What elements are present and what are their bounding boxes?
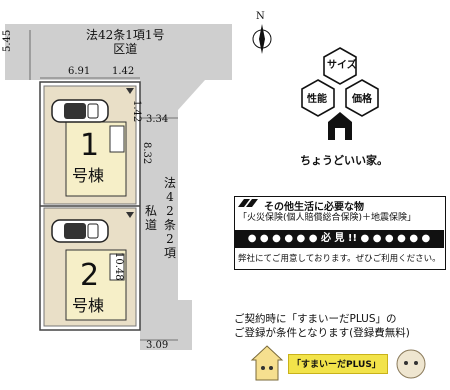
pr-char-4: 項 xyxy=(163,246,176,260)
private-road-flare xyxy=(140,80,205,350)
north-road-line1: 法42条1項1号 xyxy=(86,28,165,42)
sumaida-badge-label: 「すまいーだPLUS」 xyxy=(292,360,381,370)
entrance-marker-1 xyxy=(126,88,134,94)
notice-line1: ご契約時に「すまいーだPLUS」の xyxy=(234,313,397,325)
pr2-char-1: 道 xyxy=(144,218,157,232)
dim-309: 3.09 xyxy=(146,340,169,351)
pr-char-1: 42 xyxy=(166,190,174,218)
insurance-logo-icon xyxy=(238,199,258,207)
hex-performance-label: 性能 xyxy=(307,94,327,105)
hex-size-label: サイズ xyxy=(327,60,357,71)
hex-price-label: 価格 xyxy=(352,94,372,105)
insurance-line1: その他生活に必要な物 xyxy=(264,202,364,213)
car-2-icon xyxy=(51,219,109,243)
north-road-top xyxy=(5,24,232,80)
dim-545: 5.45 xyxy=(2,29,13,52)
house-2-stairs xyxy=(109,253,125,281)
house-1-stairs xyxy=(109,125,125,153)
site-plan-diagram xyxy=(5,24,232,350)
notice-line2: ご登録が条件となります(登録費無料) xyxy=(234,327,410,339)
pr-char-2: 条 xyxy=(163,218,176,232)
private-road-label-a: 法 42 条 2 項 xyxy=(163,176,177,260)
insurance-line4: 弊社にてご用意しております。ぜひご利用ください。 xyxy=(238,254,441,264)
dim-334: 3.34 xyxy=(146,114,169,125)
north-road-line2: 区道 xyxy=(113,42,138,56)
dim-691: 6.91 xyxy=(68,66,91,77)
north-road-label: 法42条1項1号 区道 xyxy=(86,28,165,56)
pr-char-3: 2 xyxy=(166,232,174,246)
lot-1-name: 号棟 xyxy=(72,166,105,185)
brand-tagline: ちょうどいい家。 xyxy=(300,154,388,167)
sumaida-badge xyxy=(288,354,388,374)
private-road-label-b: 私 道 xyxy=(144,204,158,232)
insurance-must-see-bar: ● ● ● ● ● ● 必 見 !! ● ● ● ● ● ● xyxy=(234,230,444,248)
house-mascot-icon xyxy=(250,345,284,381)
car-1-icon xyxy=(51,99,109,123)
compass-icon xyxy=(252,24,272,54)
lot-2-number: 2 xyxy=(80,258,100,293)
dim-1048: 10.48 xyxy=(113,252,124,281)
entrance-marker-2 xyxy=(126,212,134,218)
dim-142b: 1.42 xyxy=(131,100,142,123)
dim-832: 8.32 xyxy=(141,142,152,165)
lot-2-name: 号棟 xyxy=(72,296,105,315)
sheep-mascot-icon xyxy=(396,349,426,379)
compass-label: N xyxy=(256,11,265,22)
pr-char-0: 法 xyxy=(163,176,176,190)
dim-142a: 1.42 xyxy=(112,66,135,77)
pr2-char-0: 私 xyxy=(144,204,157,218)
lot-1-number: 1 xyxy=(80,128,100,163)
brand-hex-logo xyxy=(301,47,379,140)
insurance-line2: 「火災保険(個人賠償総合保険)＋地震保険」 xyxy=(238,213,417,223)
